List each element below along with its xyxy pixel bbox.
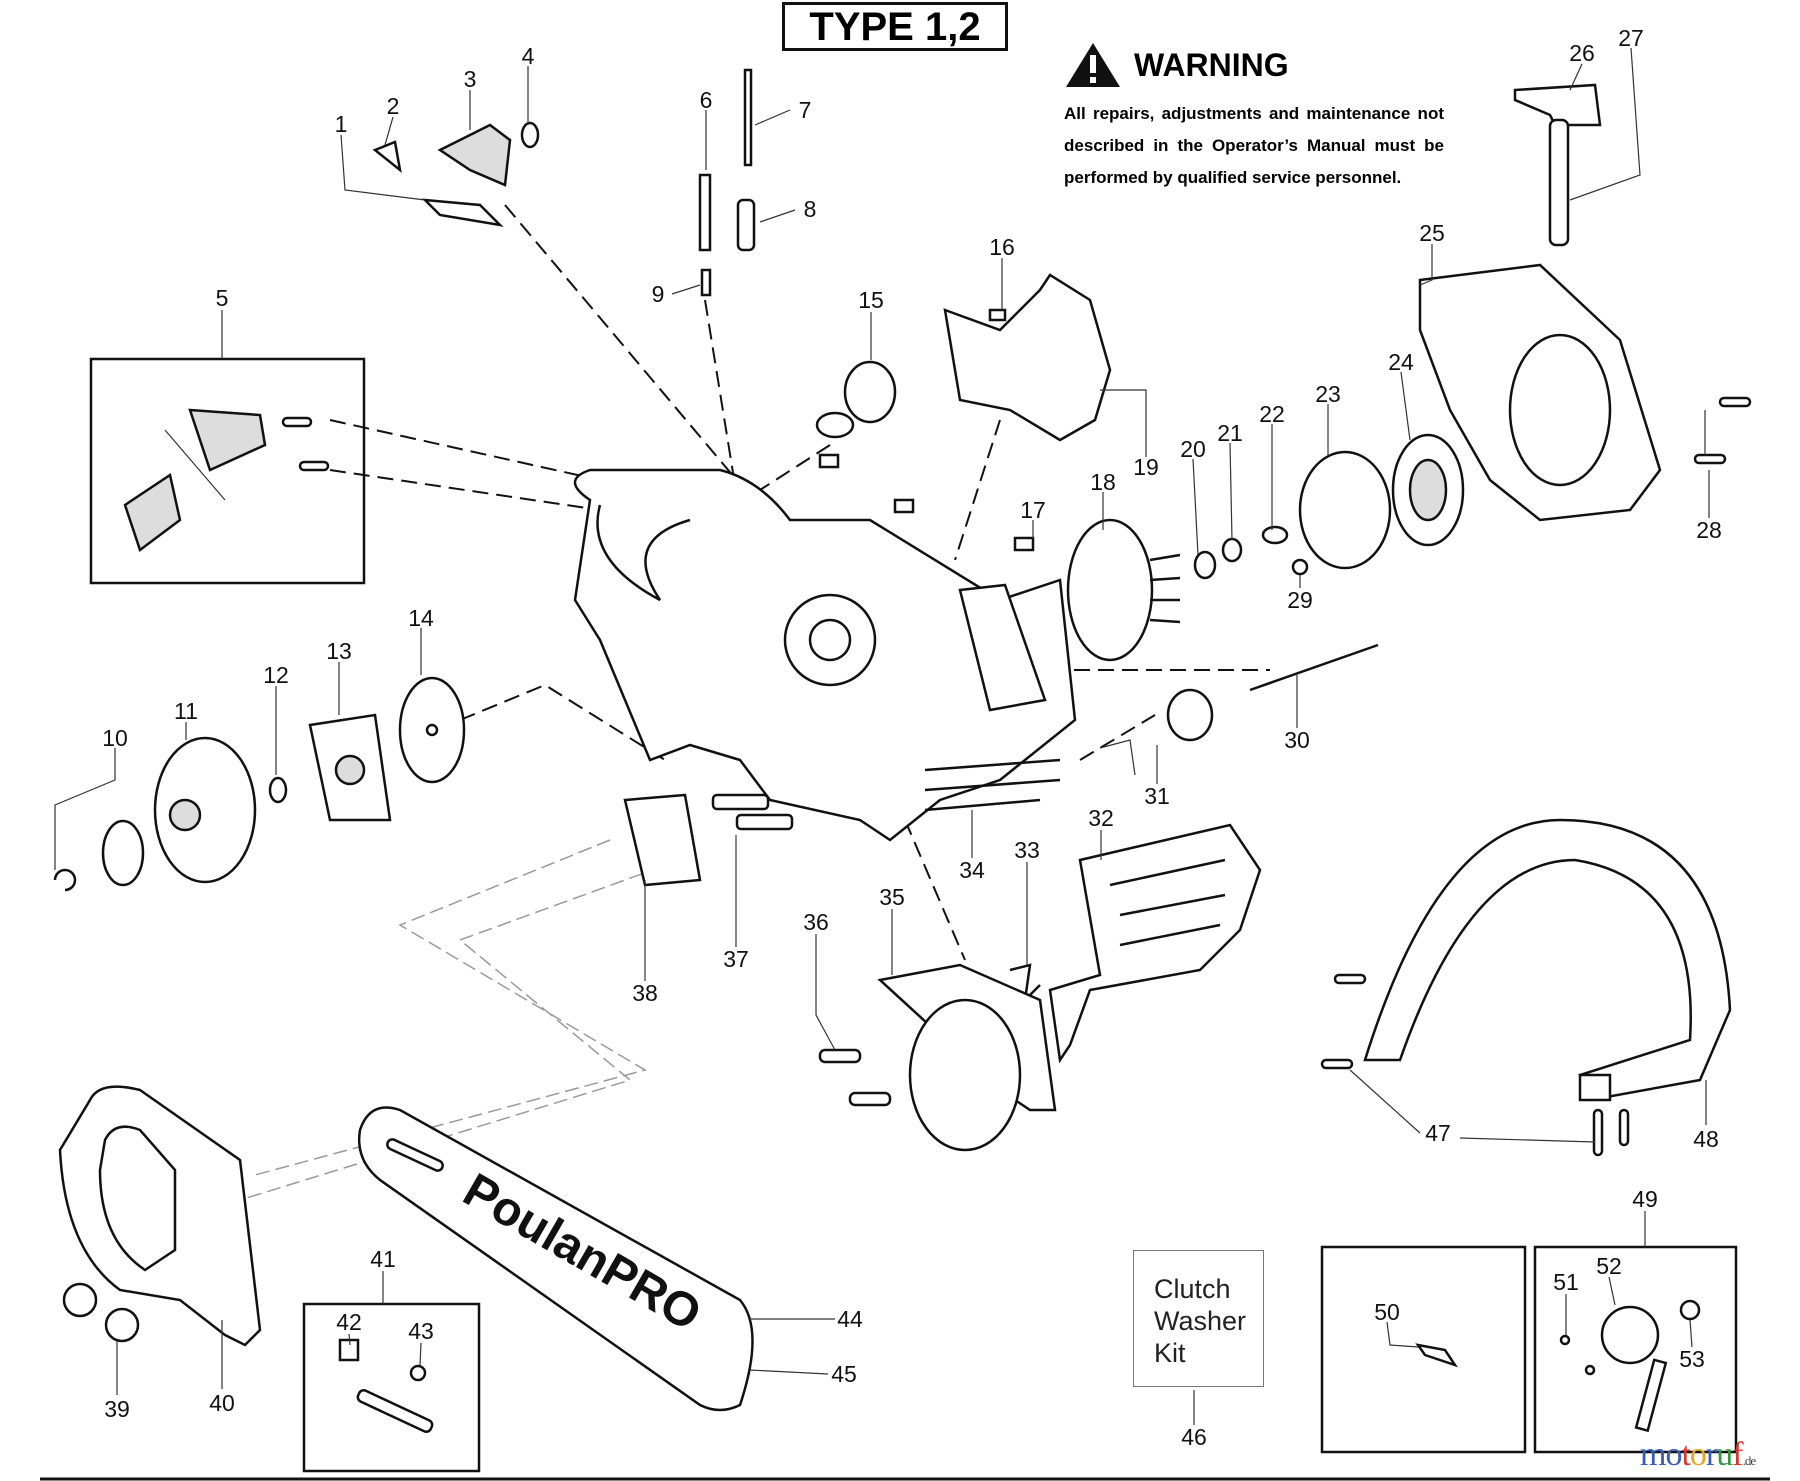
callout-6: 6: [700, 87, 713, 113]
callout-7: 7: [799, 97, 812, 123]
callout-40: 40: [209, 1390, 235, 1416]
box-49-frame: [1533, 1245, 1738, 1454]
callout-24: 24: [1388, 349, 1414, 375]
callout-2: 2: [387, 93, 400, 119]
callout-14: 14: [408, 605, 434, 631]
callout-27: 27: [1618, 25, 1644, 51]
clutch-parts: [53, 676, 466, 892]
box-5-frame: [89, 357, 366, 585]
callout-34: 34: [959, 857, 985, 883]
callout-3: 3: [464, 66, 477, 92]
kit-line-3: Kit: [1154, 1338, 1186, 1368]
callout-15: 15: [858, 287, 884, 313]
warning-triangle-icon: [1066, 43, 1120, 87]
box-50-frame: [1320, 1245, 1527, 1454]
front-guard-brake: [818, 823, 1262, 1152]
assembly-lines: [239, 204, 1270, 1201]
callout-17: 17: [1020, 497, 1046, 523]
callout-20: 20: [1180, 436, 1206, 462]
callout-13: 13: [326, 638, 352, 664]
callout-21: 21: [1217, 420, 1243, 446]
callout-45: 45: [831, 1361, 857, 1387]
callout-33: 33: [1014, 837, 1040, 863]
engine-housing: [573, 468, 1077, 842]
callout-52: 52: [1596, 1253, 1622, 1279]
callout-38: 38: [632, 980, 658, 1006]
callout-53: 53: [1679, 1346, 1705, 1372]
heat-shield: [943, 273, 1112, 442]
callout-39: 39: [104, 1396, 130, 1422]
rear-handle-bar: [1320, 818, 1732, 1157]
spark-plug-rod: [1099, 643, 1379, 776]
callout-10: 10: [102, 725, 128, 751]
box-49-parts: [1415, 1299, 1701, 1433]
callout-47: 47: [1425, 1120, 1451, 1146]
watermark-logo: motoruf.de: [1640, 1436, 1756, 1473]
callout-29: 29: [1287, 587, 1313, 613]
callout-18: 18: [1090, 469, 1116, 495]
callout-44: 44: [837, 1306, 863, 1332]
leader-lines: [54, 47, 1710, 1425]
callout-9: 9: [652, 281, 665, 307]
flywheel-starter: [1066, 83, 1752, 662]
box-41-frame: [302, 1302, 481, 1473]
box-41-parts: [338, 1338, 434, 1433]
chain-cover: [58, 1085, 262, 1347]
callout-32: 32: [1088, 805, 1114, 831]
callout-35: 35: [879, 884, 905, 910]
callout-25: 25: [1419, 220, 1445, 246]
callout-19: 19: [1133, 454, 1159, 480]
callout-50: 50: [1374, 1299, 1400, 1325]
callout-23: 23: [1315, 381, 1341, 407]
callout-46: 46: [1181, 1424, 1207, 1450]
callout-5: 5: [216, 285, 229, 311]
handle-parts: [372, 68, 756, 297]
callout-30: 30: [1284, 727, 1310, 753]
callout-12: 12: [263, 662, 289, 688]
callout-36: 36: [803, 909, 829, 935]
kit-line-2: Washer: [1154, 1306, 1247, 1336]
warning-heading: WARNING: [1134, 46, 1289, 83]
kit-line-1: Clutch: [1154, 1274, 1231, 1304]
box-5-parts: [123, 408, 330, 553]
callout-28: 28: [1696, 517, 1722, 543]
callout-1: 1: [335, 111, 348, 137]
warning-notice: WARNING All repairs, adjustments and mai…: [1064, 40, 1444, 194]
clutch-washer-kit-box: Clutch Washer Kit: [1133, 1250, 1264, 1387]
callout-11: 11: [174, 698, 198, 724]
callout-37: 37: [723, 946, 749, 972]
callout-22: 22: [1259, 401, 1285, 427]
callout-41: 41: [370, 1246, 396, 1272]
callout-16: 16: [989, 234, 1015, 260]
callout-31: 31: [1144, 783, 1170, 809]
type-label: TYPE 1,2: [782, 2, 1008, 51]
callout-43: 43: [408, 1318, 434, 1344]
callout-48: 48: [1693, 1126, 1719, 1152]
callout-42: 42: [336, 1309, 362, 1335]
bolts-plate: [623, 793, 794, 887]
warning-text: All repairs, adjustments and maintenance…: [1064, 104, 1444, 187]
callout-8: 8: [804, 196, 817, 222]
callout-51: 51: [1553, 1269, 1579, 1295]
fuel-parts: [815, 360, 1035, 552]
callout-4: 4: [522, 43, 535, 69]
callout-49: 49: [1632, 1186, 1658, 1212]
guide-bar: PoulanPRO: [357, 1106, 754, 1412]
callout-26: 26: [1569, 40, 1595, 66]
